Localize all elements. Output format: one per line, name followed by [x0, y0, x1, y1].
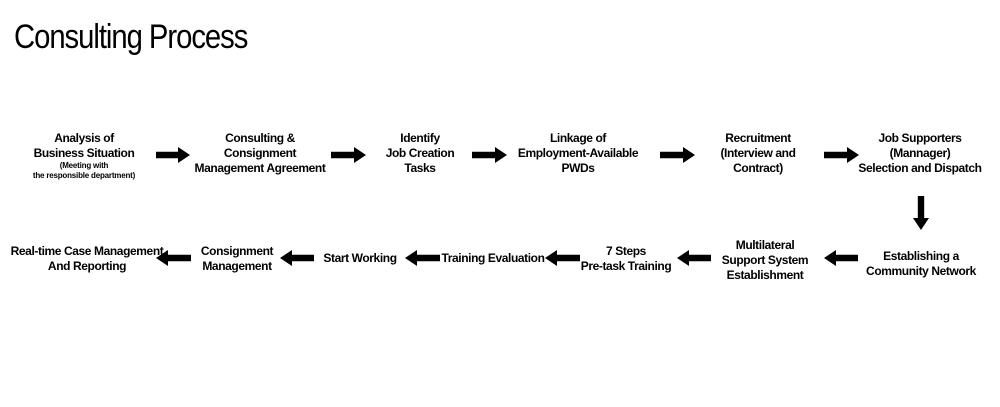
arrow-s3-to-s4 [472, 147, 507, 163]
step-label-line: Identify [400, 131, 440, 145]
step-label-line: Training Evaluation [441, 251, 545, 265]
step-label-line: Management [202, 259, 272, 273]
arrow-s2-to-s3 [331, 147, 366, 163]
step-label-line: Management Agreement [194, 161, 326, 175]
step-label-line: Multilateral [735, 238, 795, 252]
arrow-s7-to-s8 [824, 250, 858, 266]
step-label-line: Tasks [404, 161, 436, 175]
step-label-line: Pre-task Training [580, 259, 672, 273]
step-label-line: (Mannager) [889, 146, 951, 160]
arrow-s11-to-s12 [280, 250, 314, 266]
arrow-s1-to-s2 [156, 147, 190, 163]
arrow-s12-to-s13 [156, 250, 191, 266]
step-label-line: Real-time Case Management [10, 244, 164, 258]
arrow-s6-to-s7 [913, 196, 929, 230]
step-10: Training Evaluation [441, 251, 544, 266]
arrow-s8-to-s9 [677, 250, 711, 266]
arrow-s4-to-s5 [660, 147, 695, 163]
step-label-line: Selection and Dispatch [858, 161, 982, 175]
step-label-line: And Reporting [47, 259, 127, 273]
step-label-line: Consignment [200, 244, 274, 258]
step-label-line: 7 Steps [606, 244, 646, 258]
step-label-line: Business Situation [33, 146, 135, 160]
arrow-s9-to-s10 [545, 250, 580, 266]
step-label-line: Linkage of [549, 131, 607, 145]
step-label-line: Analysis of [54, 131, 114, 145]
step-label-line: Job Creation [385, 146, 455, 160]
step-label-line: Job Supporters [878, 131, 962, 145]
step-label-line: PWDs [561, 161, 595, 175]
step-6: Job Supporters(Mannager)Selection and Di… [858, 131, 982, 176]
arrow-s10-to-s11 [405, 250, 440, 266]
step-label-line: Recruitment [725, 131, 791, 145]
step-label-line: Community Network [866, 264, 976, 278]
arrow-s5-to-s6 [824, 147, 859, 163]
step-11: Start Working [323, 251, 397, 266]
step-label-line: (Interview and [720, 146, 796, 160]
step-label-line: Start Working [323, 251, 397, 265]
step-sublabel-line: the responsible department) [32, 171, 136, 180]
step-label-line: Employment-Available [517, 146, 639, 160]
step-label-line: Consignment [223, 146, 297, 160]
step-label-line: Establishing a [883, 249, 959, 263]
step-label-line: Support System [721, 253, 809, 267]
page-title: Consulting Process [14, 18, 248, 56]
step-label-line: Establishment [726, 268, 804, 282]
step-label-line: Consulting & [225, 131, 295, 145]
step-label-line: Contract) [733, 161, 783, 175]
step-sublabel-line: (Meeting with [59, 161, 109, 170]
